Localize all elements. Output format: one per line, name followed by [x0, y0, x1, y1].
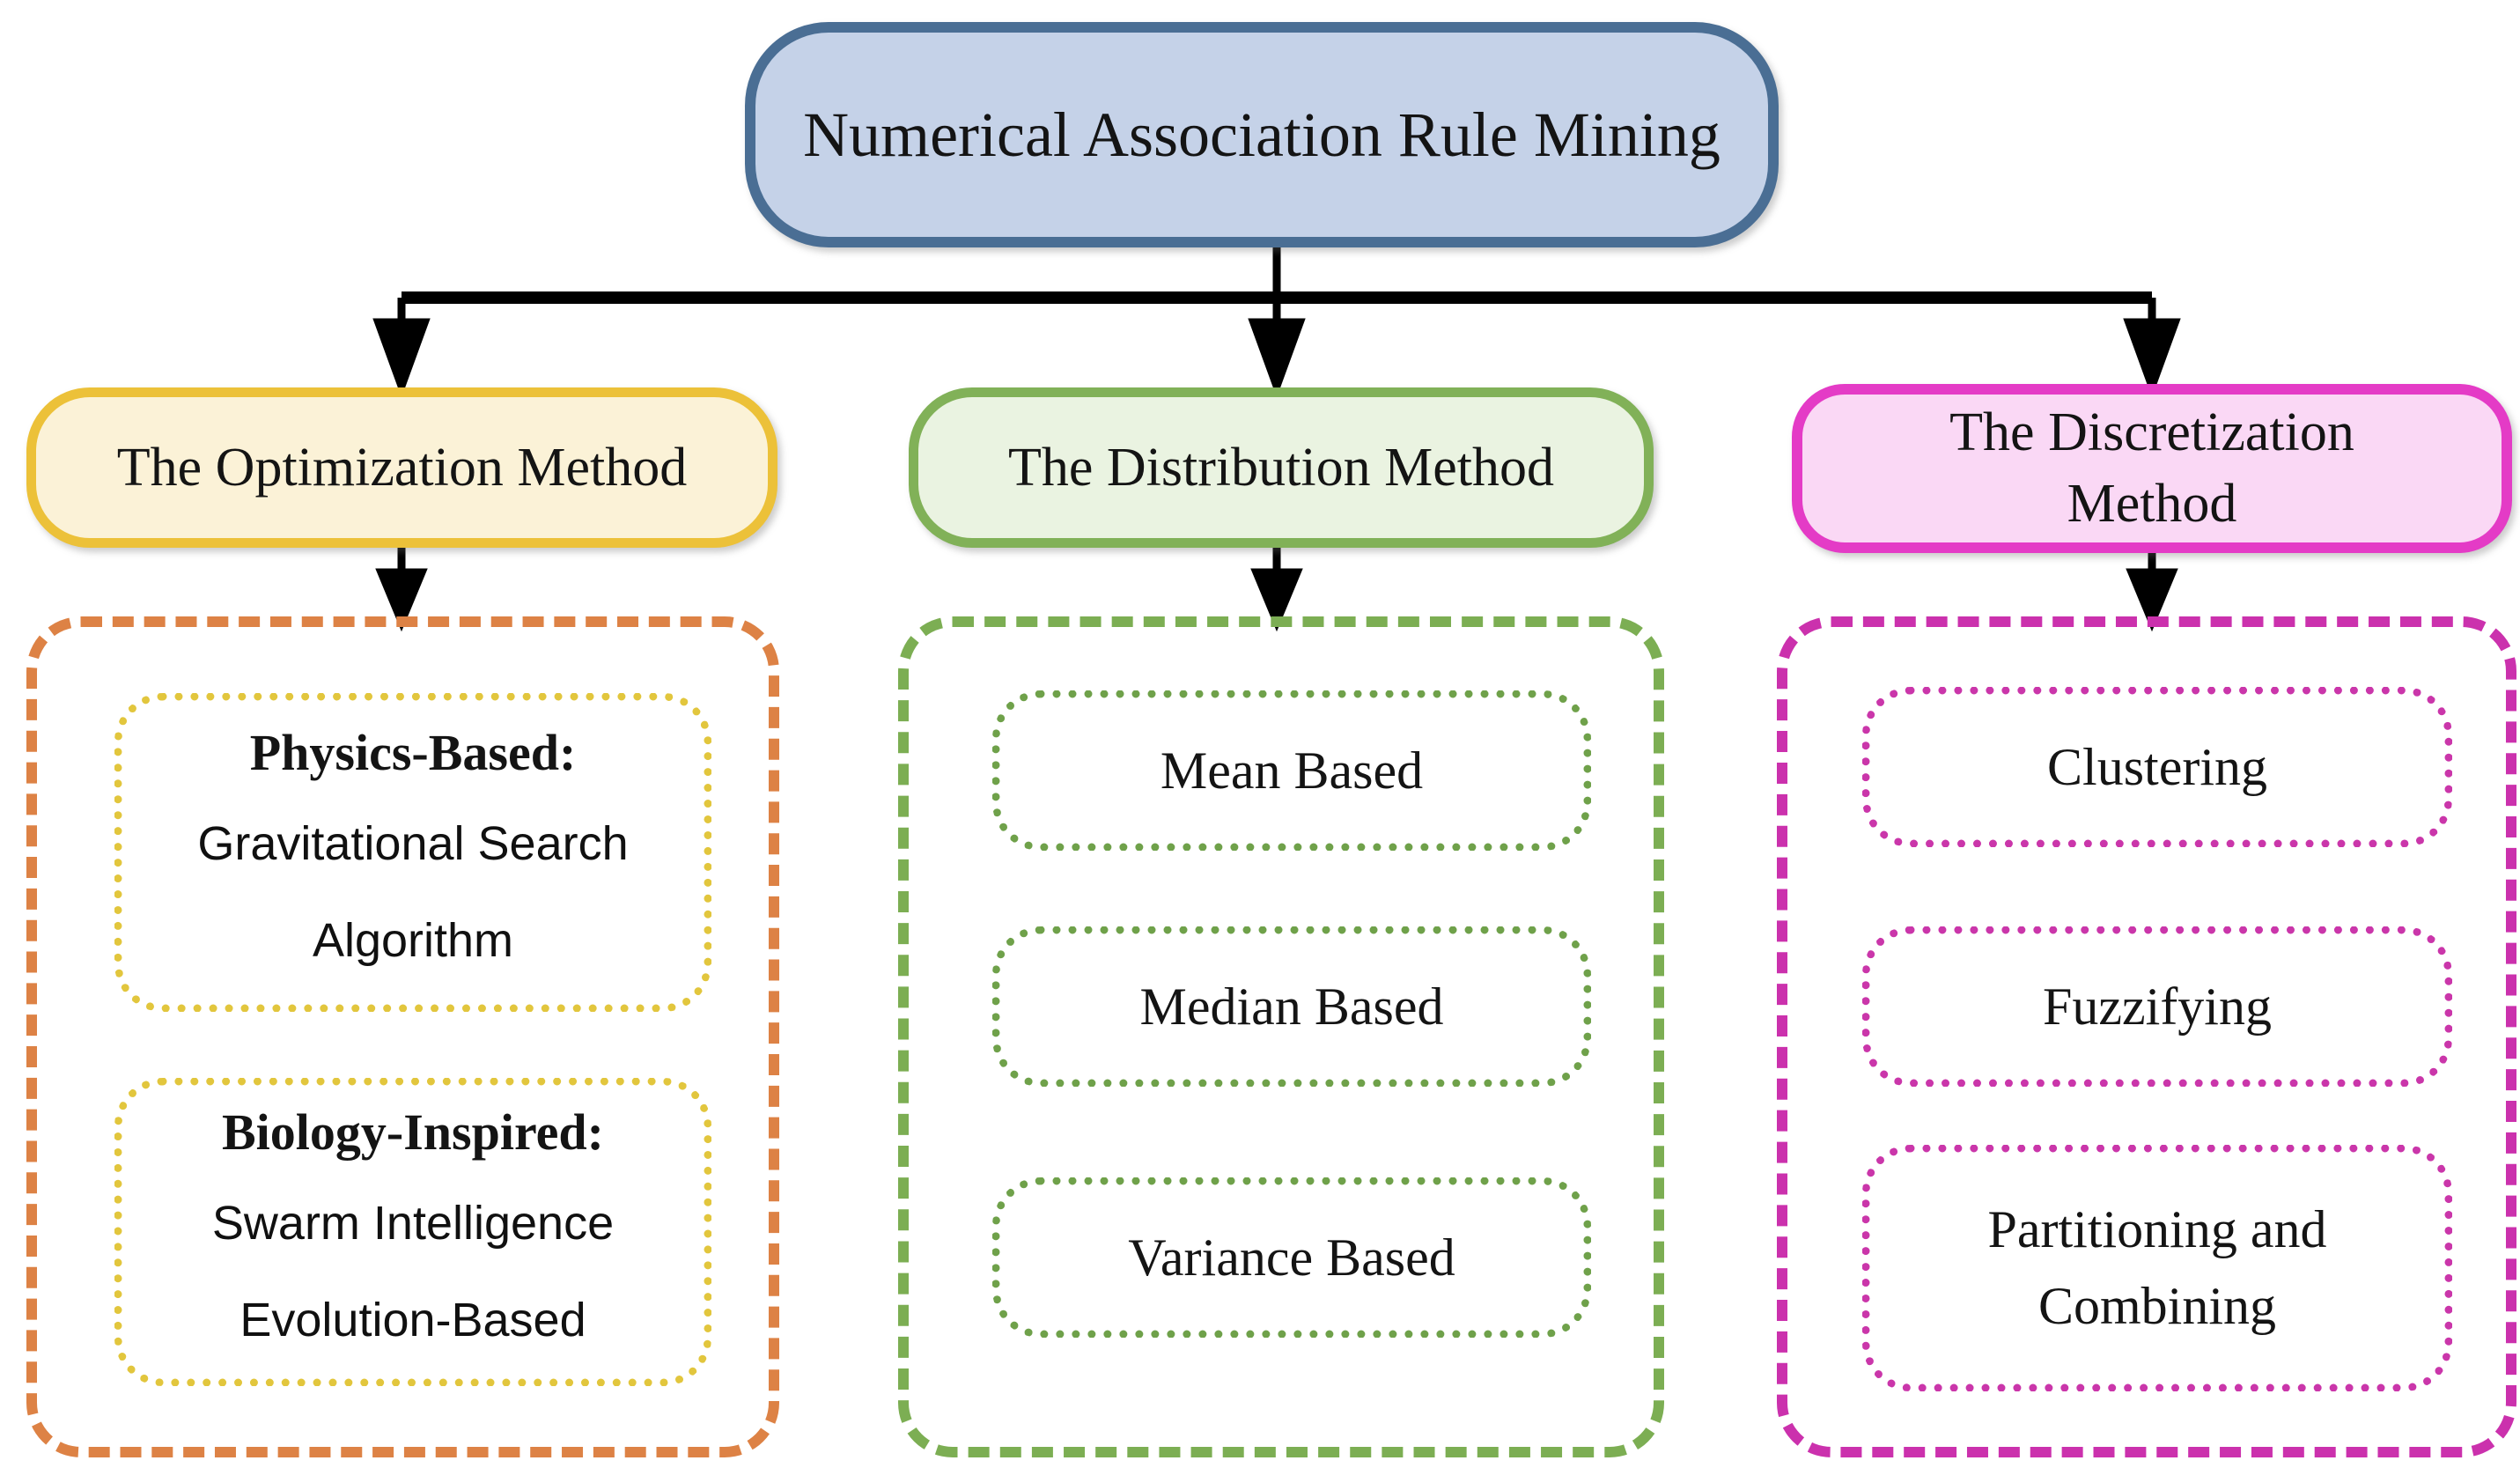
item-line: Fuzzifying [2043, 977, 2272, 1036]
branch-container-optimization: Physics-Based: Gravitational Search Algo… [26, 616, 779, 1457]
item-line: Partitioning and [1987, 1200, 2327, 1258]
item-variance-based: Variance Based [992, 1177, 1591, 1338]
item-line: Combining [2037, 1277, 2277, 1335]
branch-header-optimization: The Optimization Method [26, 387, 777, 548]
item-line: Algorithm [312, 914, 514, 968]
item-line: Median Based [1139, 977, 1444, 1036]
item-line: Variance Based [1128, 1228, 1455, 1287]
root-node-label: Numerical Association Rule Mining [803, 99, 1721, 170]
item-physics-based: Physics-Based: Gravitational Search Algo… [114, 693, 711, 1012]
branch-container-distribution: Mean Based Median Based Variance Based [898, 616, 1664, 1457]
branch-header-distribution: The Distribution Method [909, 387, 1654, 548]
item-mean-based: Mean Based [992, 690, 1591, 851]
item-median-based: Median Based [992, 926, 1591, 1087]
root-node: Numerical Association Rule Mining [745, 22, 1779, 247]
item-line: Clustering [2047, 737, 2267, 796]
item-heading: Physics-Based: [249, 723, 577, 781]
arrowhead-icon [1248, 318, 1306, 398]
item-clustering: Clustering [1862, 687, 2452, 847]
item-line: Mean Based [1160, 741, 1424, 800]
item-partitioning-combining: Partitioning and Combining [1862, 1145, 2452, 1391]
item-heading: Biology-Inspired: [221, 1103, 604, 1161]
item-line: Evolution-Based [239, 1294, 586, 1347]
branch-container-discretization: Clustering Fuzzifying Partitioning and C… [1777, 616, 2516, 1457]
branch-title-line: The Discretization [1949, 402, 2354, 463]
item-biology-inspired: Biology-Inspired: Swarm Intelligence Evo… [114, 1078, 711, 1386]
branch-title: The Optimization Method [116, 437, 688, 498]
branch-title-line: Method [2067, 474, 2237, 534]
item-line: Gravitational Search [197, 816, 629, 870]
branch-title: The Distribution Method [1008, 437, 1554, 498]
item-fuzzifying: Fuzzifying [1862, 926, 2452, 1087]
arrowhead-icon [372, 318, 431, 398]
item-line: Swarm Intelligence [211, 1196, 615, 1250]
branch-header-discretization: The Discretization Method [1792, 384, 2512, 553]
